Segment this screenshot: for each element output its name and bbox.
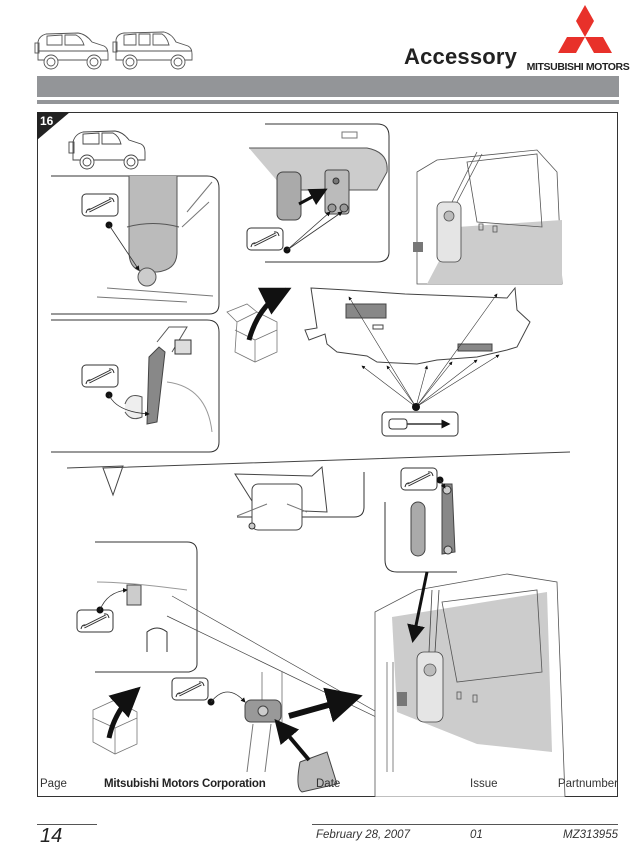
parts-box-icon	[226, 303, 278, 363]
issue-value: 01	[470, 829, 483, 841]
detail-box-side-trim	[234, 465, 365, 531]
page-label: Page	[40, 778, 67, 790]
detail-box-upper-anchor-cover	[384, 483, 457, 573]
interior-view-upper	[413, 149, 563, 285]
header-bar	[37, 76, 619, 97]
screwdriver-icon	[381, 411, 459, 437]
issue-label: Issue	[470, 778, 498, 790]
illustration-panel	[37, 112, 618, 797]
wrench-icon	[170, 676, 210, 702]
page-number: 14	[40, 825, 63, 847]
quarter-trim-panel	[304, 286, 531, 365]
detail-box-upper-cover	[249, 123, 390, 263]
mitsubishi-logo	[558, 5, 612, 53]
parts-box-icon	[92, 699, 138, 755]
car-3door-icon	[68, 130, 146, 170]
step-number: 16	[40, 114, 54, 128]
car-3door-icon	[34, 32, 109, 70]
page-rule	[37, 824, 97, 825]
header-rule	[37, 100, 619, 104]
date-label: Date	[316, 778, 341, 790]
detail-box-lower-anchor	[51, 175, 220, 315]
wrench-icon	[399, 466, 439, 492]
step-badge	[37, 112, 70, 140]
detail-box-floor-anchor	[95, 541, 198, 673]
detail-box-upper-anchor	[51, 319, 220, 453]
partnumber-value: MZ313955	[563, 829, 618, 841]
installation-illustration	[51, 123, 571, 797]
wrench-icon	[80, 363, 120, 389]
partnumber-label: Partnumber	[557, 778, 618, 790]
wrench-icon	[75, 608, 115, 634]
car-5door-icon	[112, 31, 193, 70]
page-title: Accessory	[404, 44, 518, 69]
wrench-icon	[245, 226, 285, 252]
brand-name: MITSUBISHI MOTORS	[526, 61, 630, 73]
company-name: Mitsubishi Motors Corporation	[104, 778, 266, 790]
interior-view-main	[374, 573, 566, 797]
meta-rule	[312, 824, 618, 825]
floor-anchor-detail	[244, 672, 338, 793]
date-value: February 28, 2007	[316, 829, 410, 841]
wrench-icon	[80, 192, 120, 218]
